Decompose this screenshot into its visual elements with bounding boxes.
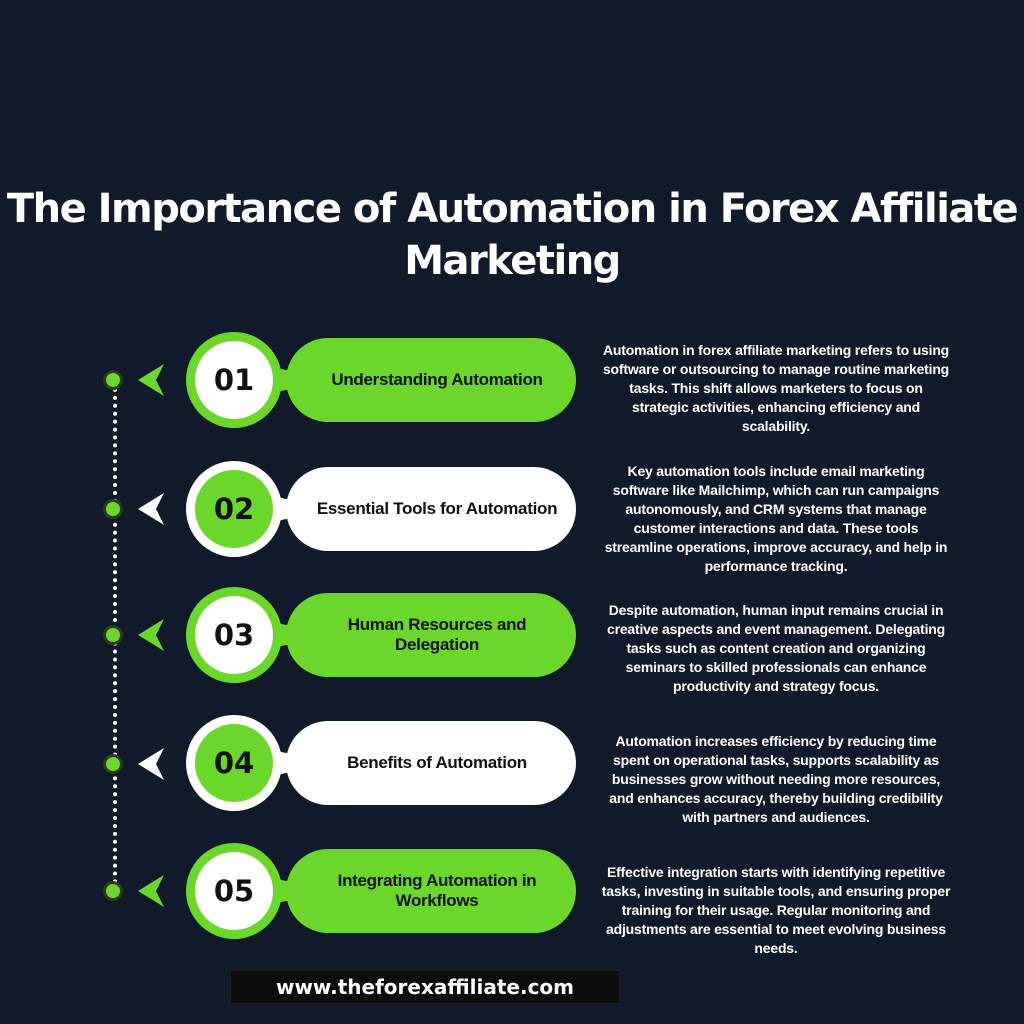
step-item: 02 Essential Tools for Automation (186, 461, 576, 557)
step-number-badge: 02 (186, 461, 282, 557)
step-item: 05 Integrating Automation in Workflows (186, 843, 576, 939)
timeline-dot (106, 757, 120, 771)
chevron-left-icon (138, 748, 164, 780)
website-url[interactable]: www.theforexaffiliate.com (230, 970, 620, 1004)
step-number-badge: 03 (186, 587, 282, 683)
step-pill (286, 721, 576, 805)
step-pill (286, 593, 576, 677)
step-description: Despite automation, human input remains … (607, 602, 945, 694)
chevron-left-icon (138, 875, 164, 907)
step-number: 02 (195, 470, 273, 548)
step-description: Automation in forex affiliate marketing … (602, 342, 950, 434)
step-number-badge: 04 (186, 715, 282, 811)
step-number-badge: 01 (186, 332, 282, 428)
chevron-left-icon (138, 493, 164, 525)
step-number: 04 (195, 724, 273, 802)
chevron-left-icon (138, 364, 164, 396)
step-number-badge: 05 (186, 843, 282, 939)
step-description: Effective integration starts with identi… (601, 864, 951, 956)
step-item: 04 Benefits of Automation (186, 715, 576, 811)
chevron-left-icon (138, 619, 164, 651)
step-item: 01 Understanding Automation (186, 332, 576, 428)
timeline-dot (106, 502, 120, 516)
step-label: Essential Tools for Automation (316, 499, 558, 518)
timeline-dot (106, 628, 120, 642)
step-label: Integrating Automation in Workflows (337, 871, 537, 910)
step-number: 03 (195, 596, 273, 674)
page-title: The Importance of Automation in Forex Af… (6, 186, 1019, 284)
step-item: 03 Human Resources and Delegation (186, 587, 576, 683)
step-number: 05 (195, 852, 273, 930)
step-number: 01 (195, 341, 273, 419)
step-description: Automation increases efficiency by reduc… (609, 733, 943, 825)
timeline-dot (106, 373, 120, 387)
step-label: Human Resources and Delegation (347, 615, 527, 654)
step-label: Benefits of Automation (347, 753, 527, 772)
step-pill (286, 467, 576, 551)
step-label: Understanding Automation (331, 370, 543, 389)
step-pill (286, 849, 576, 933)
timeline-dot (106, 884, 120, 898)
step-description: Key automation tools include email marke… (604, 463, 948, 574)
step-pill (286, 338, 576, 422)
